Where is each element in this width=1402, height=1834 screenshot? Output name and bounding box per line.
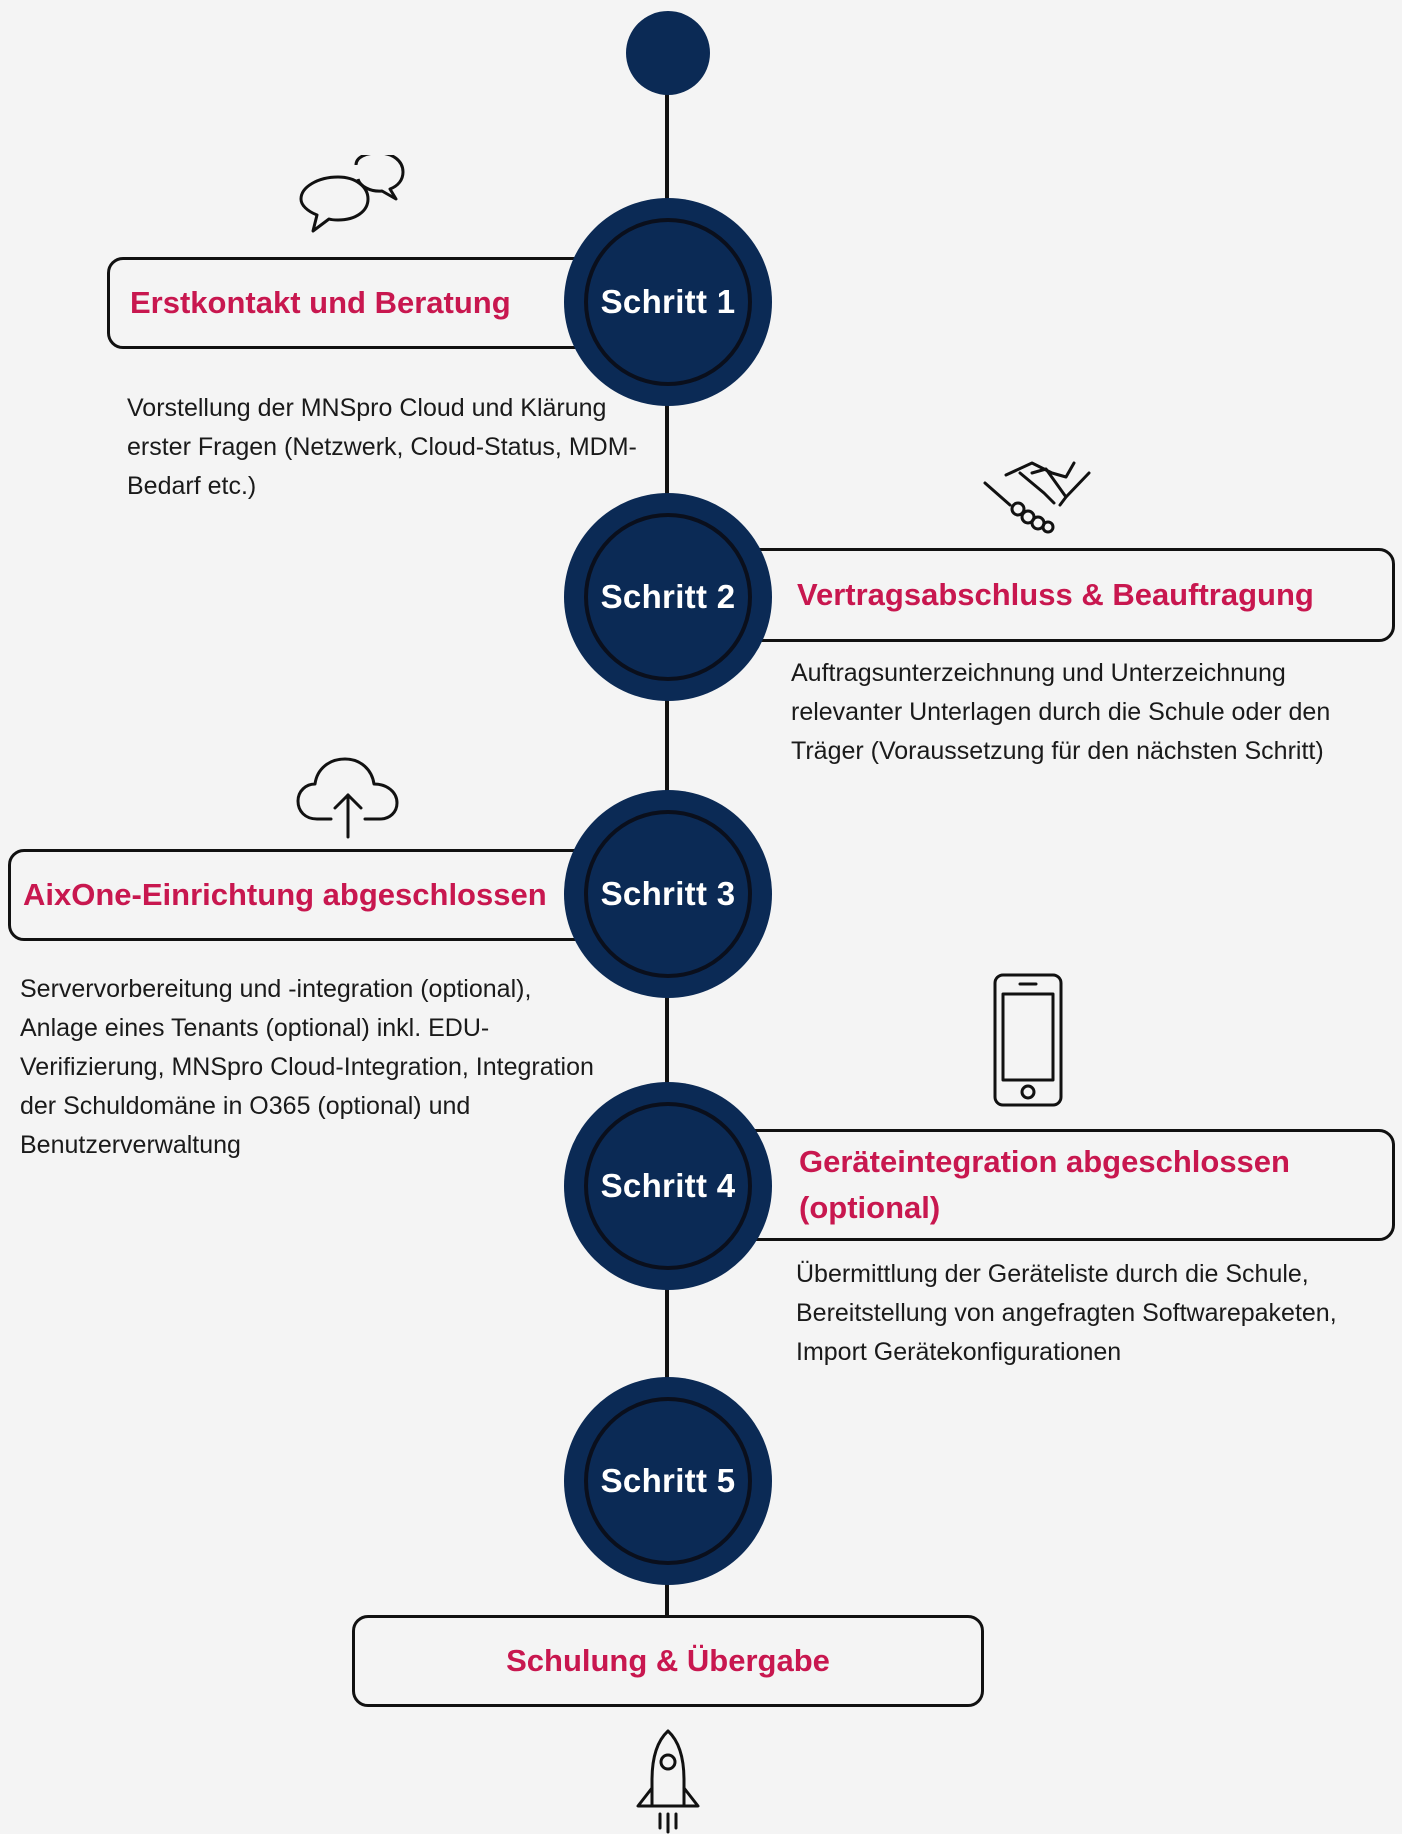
step-1-label: Schritt 1 (584, 218, 752, 386)
step-3-title-box: AixOne-Einrichtung abgeschlossen (8, 849, 608, 941)
step-1-title: Erstkontakt und Beratung (130, 285, 511, 320)
step-4-circle: Schritt 4 (564, 1082, 772, 1290)
step-3-circle: Schritt 3 (564, 790, 772, 998)
step-1-title-box: Erstkontakt und Beratung (107, 257, 607, 349)
rocket-icon (630, 1728, 706, 1834)
chat-bubbles-icon (298, 155, 408, 245)
cloud-upload-icon (295, 755, 401, 839)
step-1-circle: Schritt 1 (564, 198, 772, 406)
step-3-description: Servervorbereitung und -integration (opt… (20, 975, 594, 1159)
step-5-label: Schritt 5 (584, 1397, 752, 1565)
step-2-title: Vertragsabschluss & Beauftragung (797, 577, 1314, 612)
smartphone-icon (992, 972, 1064, 1108)
step-3-label: Schritt 3 (584, 810, 752, 978)
step-2-description: Auftragsunterzeichnung und Unterzeichnun… (791, 659, 1331, 765)
step-4-title-line-1: Geräteintegration abgeschlossen (799, 1144, 1290, 1179)
step-4-title-line-2: (optional) (799, 1190, 941, 1225)
step-4-label: Schritt 4 (584, 1102, 752, 1270)
step-5-title-box: Schulung & Übergabe (352, 1615, 984, 1707)
step-1-description: Vorstellung der MNSpro Cloud und Klärung… (127, 394, 637, 500)
timeline-start-dot (626, 11, 710, 95)
step-2-label: Schritt 2 (584, 513, 752, 681)
step-4-description: Übermittlung der Geräteliste durch die S… (796, 1260, 1337, 1366)
step-2-circle: Schritt 2 (564, 493, 772, 701)
step-2-title-box: Vertragsabschluss & Beauftragung (728, 548, 1395, 642)
step-5-circle: Schritt 5 (564, 1377, 772, 1585)
step-4-title-box: Geräteintegration abgeschlossen (optiona… (730, 1129, 1395, 1241)
handshake-icon (982, 453, 1092, 535)
step-3-title: AixOne-Einrichtung abgeschlossen (23, 877, 547, 912)
step-5-title: Schulung & Übergabe (506, 1643, 830, 1678)
